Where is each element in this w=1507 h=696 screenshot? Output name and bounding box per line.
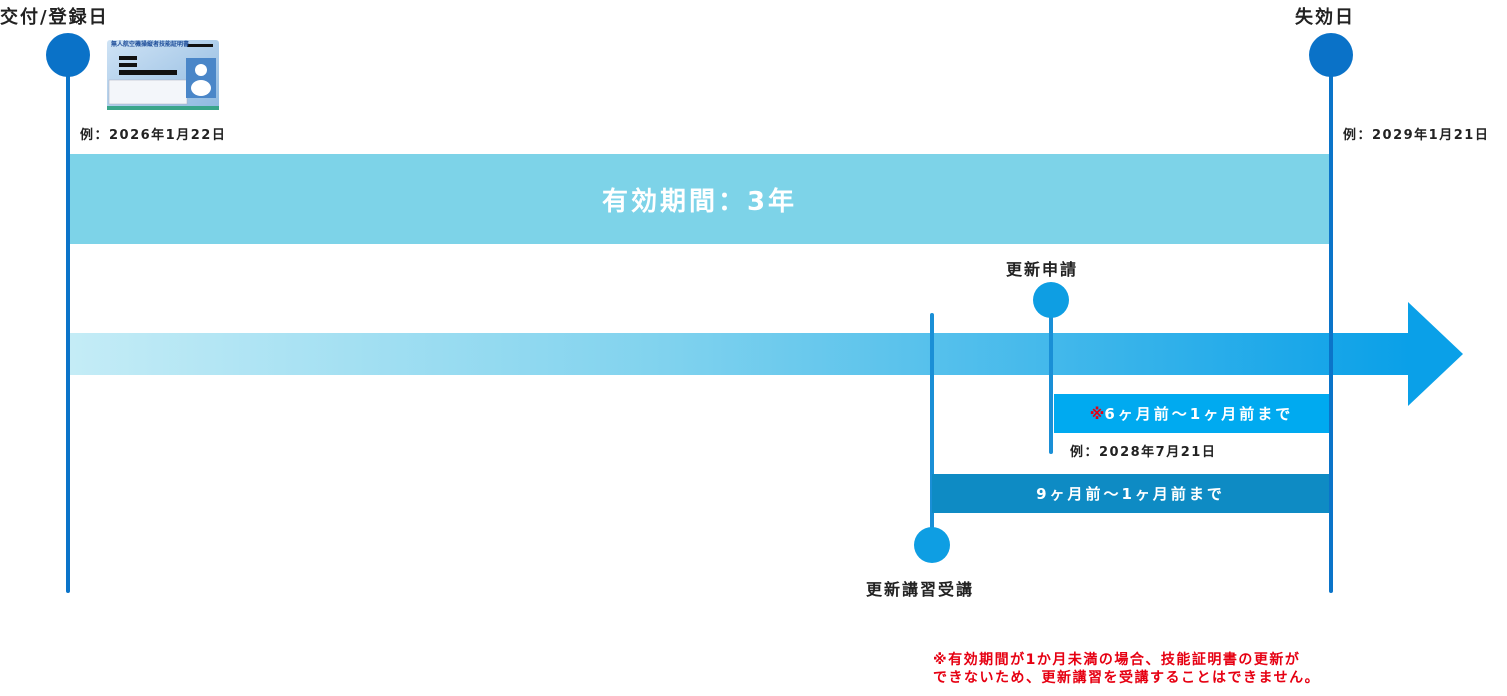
start-title: 交付/登録日 [0, 7, 109, 28]
license-card-image [107, 40, 219, 110]
end-marker [1309, 33, 1353, 77]
renewal-application-window-label: 6ヶ月前〜1ヶ月前まで [1104, 405, 1294, 423]
end-example-date: 例：2029年1月21日 [1343, 128, 1490, 143]
start-example-date: 例：2026年1月22日 [80, 128, 227, 143]
renewal-course-line [930, 313, 934, 545]
footnote-line-2: できないため、更新講習を受講することはできません。 [933, 670, 1321, 686]
renewal-course-window-label: 9ヶ月前〜1ヶ月前まで [1036, 485, 1225, 503]
start-marker [46, 33, 90, 77]
renewal-course-marker [914, 527, 950, 563]
renewal-application-line [1049, 300, 1053, 454]
start-line [66, 55, 70, 593]
renewal-application-marker [1033, 282, 1069, 318]
end-title: 失効日 [1295, 7, 1355, 28]
timeline-arrow-head-icon [1408, 302, 1463, 406]
validity-band: 有効期間：3年 [70, 154, 1329, 244]
note-mark: ※ [1089, 404, 1105, 423]
renewal-course-title: 更新講習受講 [866, 580, 975, 599]
renewal-application-title: 更新申請 [1006, 260, 1079, 279]
license-card-title: 無人航空機操縦者技能証明書 [111, 41, 189, 48]
timeline-arrow-shaft [70, 333, 1410, 375]
validity-label: 有効期間：3年 [601, 186, 798, 217]
footnote-line-1: ※有効期間が1か月未満の場合、技能証明書の更新が [933, 652, 1301, 668]
renewal-application-window: ※6ヶ月前〜1ヶ月前まで [1054, 394, 1329, 433]
renewal-course-window: 9ヶ月前〜1ヶ月前まで [932, 474, 1329, 513]
footnote: ※有効期間が1か月未満の場合、技能証明書の更新が できないため、更新講習を受講す… [933, 651, 1320, 687]
end-line [1329, 55, 1333, 593]
renewal-application-example-date: 例：2028年7月21日 [1070, 445, 1217, 460]
